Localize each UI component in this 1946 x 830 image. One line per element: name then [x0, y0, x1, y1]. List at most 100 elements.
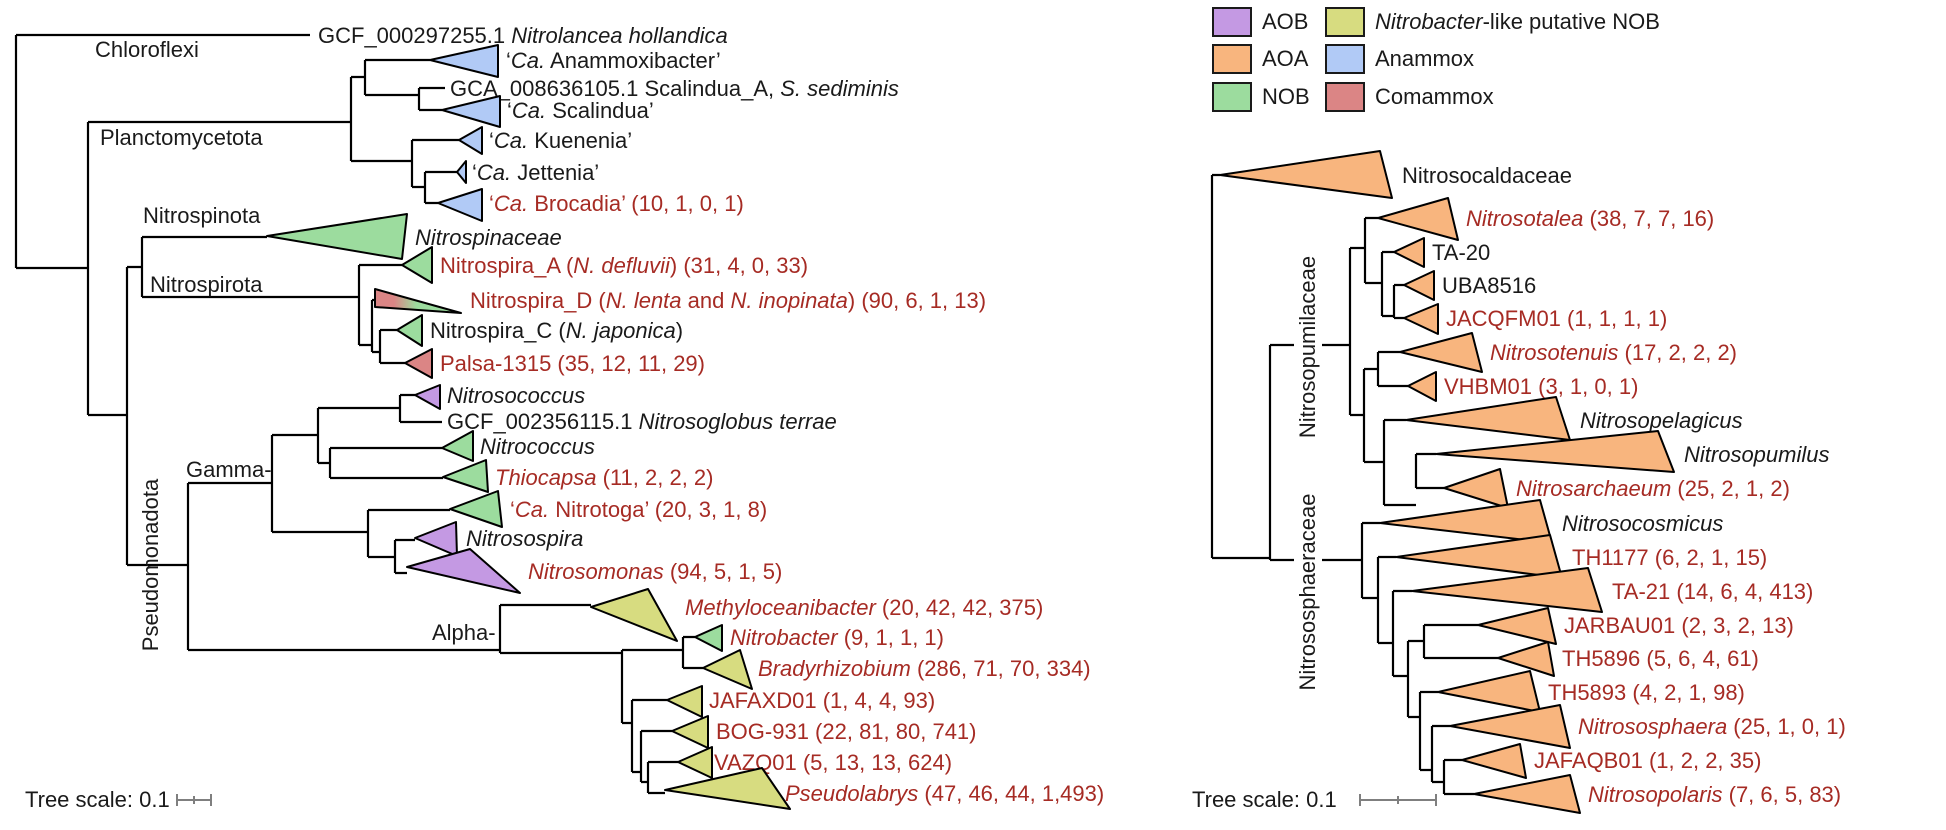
tree-scale-label-left: Tree scale: 0.1	[25, 787, 170, 812]
clade-triangle-nitrosocaldaceae	[1219, 150, 1393, 199]
tip-label-jettenia: ‘Ca. Jettenia’	[472, 160, 599, 185]
clade-label-nitrospinota: Nitrospinota	[143, 203, 261, 228]
tip-label-kuenenia: ‘Ca. Kuenenia’	[489, 128, 632, 153]
tree-scale-bar-right	[1359, 794, 1437, 806]
clade-triangle-nitrotoga	[449, 490, 503, 528]
tip-label-pseudolabrys: Pseudolabrys (47, 46, 44, 1,493)	[785, 781, 1104, 806]
tip-label-nitrosopelagicus: Nitrosopelagicus	[1580, 408, 1743, 433]
tip-label-anammoxibacter: ‘Ca. Anammoxibacter’	[506, 48, 721, 73]
clade-triangle-jacqfm01	[1403, 303, 1439, 335]
tip-label-nitrobacter: Nitrobacter (9, 1, 1, 1)	[730, 625, 944, 650]
legend-label-nitrobacter_like: Nitrobacter-like putative NOB	[1375, 7, 1660, 37]
tip-label-nitrosotalea: Nitrosotalea (38, 7, 7, 16)	[1466, 206, 1714, 231]
tip-label-scalindua_genome: GCA_008636105.1 Scalindua_A, S. sedimini…	[450, 76, 899, 101]
clade-triangle-ta20	[1393, 237, 1425, 268]
tip-label-ta20: TA-20	[1432, 240, 1490, 265]
clade-label-nitrospirota: Nitrospirota	[150, 272, 263, 297]
tip-label-th5893: TH5893 (4, 2, 1, 98)	[1548, 680, 1745, 705]
legend-label-segment: AOB	[1262, 9, 1309, 34]
tree-branches-right	[1210, 173, 1498, 796]
clade-triangle-methyloceanibacter	[590, 588, 678, 642]
tip-label-bradyrhizobium: Bradyrhizobium (286, 71, 70, 334)	[758, 656, 1091, 681]
clade-triangle-kuenenia	[458, 126, 483, 155]
tip-label-jafaxd01: JAFAXD01 (1, 4, 4, 93)	[709, 688, 935, 713]
legend-label-aob: AOB	[1262, 7, 1308, 37]
tip-label-palsa1315: Palsa-1315 (35, 12, 11, 29)	[440, 351, 705, 376]
tip-label-thiocapsa: Thiocapsa (11, 2, 2, 2)	[495, 465, 714, 490]
tip-label-brocadia: ‘Ca. Brocadia’ (10, 1, 0, 1)	[489, 191, 744, 216]
clade-label-planctomycetota: Planctomycetota	[100, 125, 263, 150]
clade-triangle-nitrosomonas	[406, 548, 521, 594]
clade-triangle-thiocapsa	[442, 459, 489, 493]
tip-label-nitrospinaceae: Nitrospinaceae	[415, 225, 562, 250]
legend-swatch-aoa	[1212, 44, 1252, 74]
clade-triangle-palsa1315	[404, 348, 433, 379]
clade-triangle-brocadia	[437, 188, 483, 222]
clade-label-chloroflexi: Chloroflexi	[95, 37, 199, 62]
legend-label-segment: Anammox	[1375, 46, 1475, 71]
tip-label-nitrospira_a: Nitrospira_A (N. defluvii) (31, 4, 0, 33…	[440, 253, 808, 278]
legend-label-comammox: Comammox	[1375, 82, 1494, 112]
tip-label-uba8516: UBA8516	[1442, 273, 1536, 298]
clade-triangle-nitrosopolaris	[1473, 774, 1581, 814]
family-label-nitrosopumilaceae: Nitrosopumilaceae	[1295, 255, 1320, 439]
legend-swatch-aob	[1212, 7, 1252, 37]
clade-triangle-nitrosocosmicus	[1379, 499, 1553, 544]
clade-triangle-th5893	[1437, 670, 1541, 713]
tree-scale-bar-left	[176, 794, 212, 806]
legend-label-segment: AOA	[1262, 46, 1309, 71]
clade-triangle-nitrospira_c	[396, 314, 423, 347]
legend-label-segment: Nitrobacter	[1375, 9, 1483, 34]
clade-triangle-jarbau01	[1477, 607, 1557, 645]
tip-label-nitrosopolaris: Nitrosopolaris (7, 6, 5, 83)	[1588, 782, 1841, 807]
clade-triangle-th5896	[1497, 641, 1555, 677]
tree-branches-left	[14, 33, 703, 795]
legend-label-aoa: AOA	[1262, 44, 1308, 74]
clade-triangle-nitrososphaera	[1449, 704, 1571, 749]
legend-label-segment: Comammox	[1375, 84, 1494, 109]
clade-triangle-nitrospinaceae	[266, 213, 408, 260]
legend-label-segment: NOB	[1262, 84, 1310, 109]
tip-label-jafaqb01: JAFAQB01 (1, 2, 2, 35)	[1534, 748, 1761, 773]
legend-swatch-nitrobacter_like	[1325, 7, 1365, 37]
tip-label-nitrosocosmicus: Nitrosocosmicus	[1562, 511, 1723, 536]
clade-triangle-nitrosococcus	[414, 384, 441, 410]
clade-triangle-nitrosopumilus	[1435, 430, 1675, 473]
clade-triangle-vazq01	[677, 746, 713, 779]
clade-triangle-uba8516	[1403, 270, 1435, 301]
clade-triangle-ta21	[1411, 567, 1603, 613]
clade-triangle-nitrosopelagicus	[1405, 396, 1571, 441]
clade-label-pseudomonadota: Pseudomonadota	[138, 478, 163, 652]
clade-triangle-nitrosospira	[414, 521, 458, 557]
clade-triangle-jettenia	[456, 160, 467, 184]
clade-triangle-anammoxibacter	[429, 44, 499, 78]
legend-label-nob: NOB	[1262, 82, 1310, 112]
tip-label-nitrosopumilus: Nitrosopumilus	[1684, 442, 1830, 467]
tip-label-jarbau01: JARBAU01 (2, 3, 2, 13)	[1564, 613, 1794, 638]
clade-triangle-jafaxd01	[666, 685, 703, 718]
legend-swatch-comammox	[1325, 82, 1365, 112]
tip-label-scalindua: ‘Ca. Scalindua’	[507, 98, 654, 123]
family-label-nitrososphaeraceae: Nitrososphaeraceae	[1295, 493, 1320, 691]
clade-triangle-nitrobacter	[694, 624, 723, 652]
tip-label-nitrososphaera: Nitrososphaera (25, 1, 0, 1)	[1578, 714, 1846, 739]
tip-label-methyloceanibacter: Methyloceanibacter (20, 42, 42, 375)	[685, 595, 1043, 620]
clade-label-gamma: Gamma-	[186, 457, 272, 482]
tip-label-jacqfm01: JACQFM01 (1, 1, 1, 1)	[1446, 306, 1667, 331]
tip-label-nitrosoglobus: GCF_002356115.1 Nitrosoglobus terrae	[447, 409, 837, 434]
legend-label-segment: -like putative NOB	[1482, 9, 1660, 34]
tip-label-nitrosococcus: Nitrosococcus	[447, 383, 585, 408]
tip-label-nitrolancea: GCF_000297255.1 Nitrolancea hollandica	[318, 23, 728, 48]
tip-label-nitrosotenuis: Nitrosotenuis (17, 2, 2, 2)	[1490, 340, 1737, 365]
tip-label-nitrosospira: Nitrosospira	[466, 526, 583, 551]
tip-label-nitrococcus: Nitrococcus	[480, 434, 595, 459]
clade-triangle-nitrosarchaeum	[1443, 468, 1509, 509]
tip-label-nitrosomonas: Nitrosomonas (94, 5, 1, 5)	[528, 559, 782, 584]
clade-triangle-nitrospira_a	[401, 246, 433, 284]
tree-scale-label-right: Tree scale: 0.1	[1192, 787, 1337, 812]
tip-label-nitrotoga: ‘Ca. Nitrotoga’ (20, 3, 1, 8)	[510, 497, 767, 522]
clade-triangle-th1177	[1395, 534, 1563, 579]
clade-triangle-nitrosotalea	[1377, 197, 1459, 241]
